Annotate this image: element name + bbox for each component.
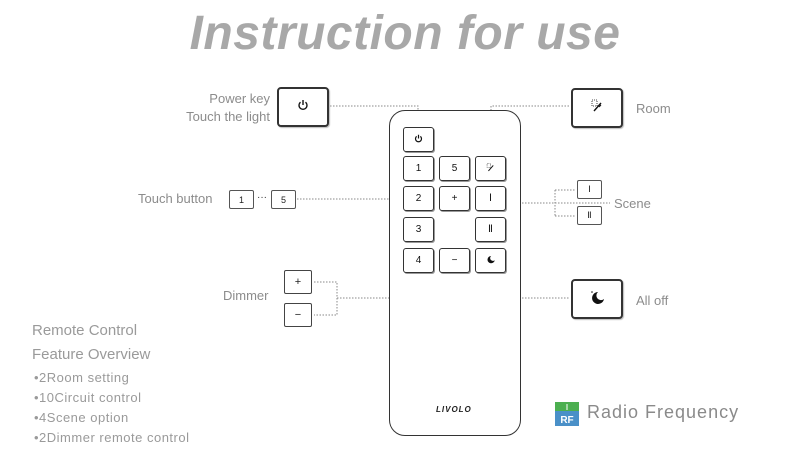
rf-badge-icon: RF [555,402,579,426]
touch-key-5-illustration: 5 [271,190,296,209]
touch-button-label: Touch button [138,191,213,206]
remote-key-3: 3 [403,217,434,242]
scene-1-key-illustration: Ⅰ [577,180,602,199]
power-icon [297,98,309,116]
remote-scene-1-key: Ⅰ [475,186,506,211]
remote-key-2: 2 [403,186,434,211]
dimmer-minus-key-illustration: − [284,303,312,327]
room-key-illustration [571,88,623,128]
radio-frequency-label: Radio Frequency [587,402,740,422]
overview-item: •4Scene option [34,410,129,425]
all-off-key-illustration [571,279,623,319]
overview-item: •2Room setting [34,370,130,385]
remote-scene-2-key: Ⅱ [475,217,506,242]
overview-item: •10Circuit control [34,390,142,405]
remote-room-key [475,156,506,181]
page-title: Instruction for use [189,7,621,60]
touch-key-ellipsis: ··· [257,192,267,203]
remote-key-1: 1 [403,156,434,181]
rf-badge-text: RF [560,415,573,426]
power-key-illustration [277,87,329,127]
brand-logo: LIVOLO [436,405,472,414]
room-label: Room [636,101,671,116]
dimmer-plus-key-illustration: + [284,270,312,294]
remote-plus-key: + [439,186,470,211]
moon-icon [588,289,606,310]
room-icon [485,162,496,176]
power-key-text: Power key [209,91,270,106]
remote-key-4: 4 [403,248,434,273]
remote-all-off-key [475,248,506,273]
moon-icon [485,254,496,267]
remote-key-5: 5 [439,156,470,181]
room-icon [589,98,605,119]
remote-control-illustration: 1 5 2 + Ⅰ 3 Ⅱ 4 − [389,110,521,436]
scene-label: Scene [614,196,651,211]
all-off-label: All off [636,293,669,308]
touch-the-light-text: Touch the light [186,109,270,124]
dimmer-label: Dimmer [223,288,269,303]
power-icon [414,134,423,146]
power-key-label: Power key Touch the light [160,90,270,126]
remote-minus-key: − [439,248,470,273]
overview-heading-2: Feature Overview [32,346,151,363]
remote-power-key [403,127,434,152]
overview-heading-1: Remote Control [32,322,138,339]
touch-key-1-illustration: 1 [229,190,254,209]
overview-item: •2Dimmer remote control [34,430,190,445]
scene-2-key-illustration: Ⅱ [577,206,602,225]
